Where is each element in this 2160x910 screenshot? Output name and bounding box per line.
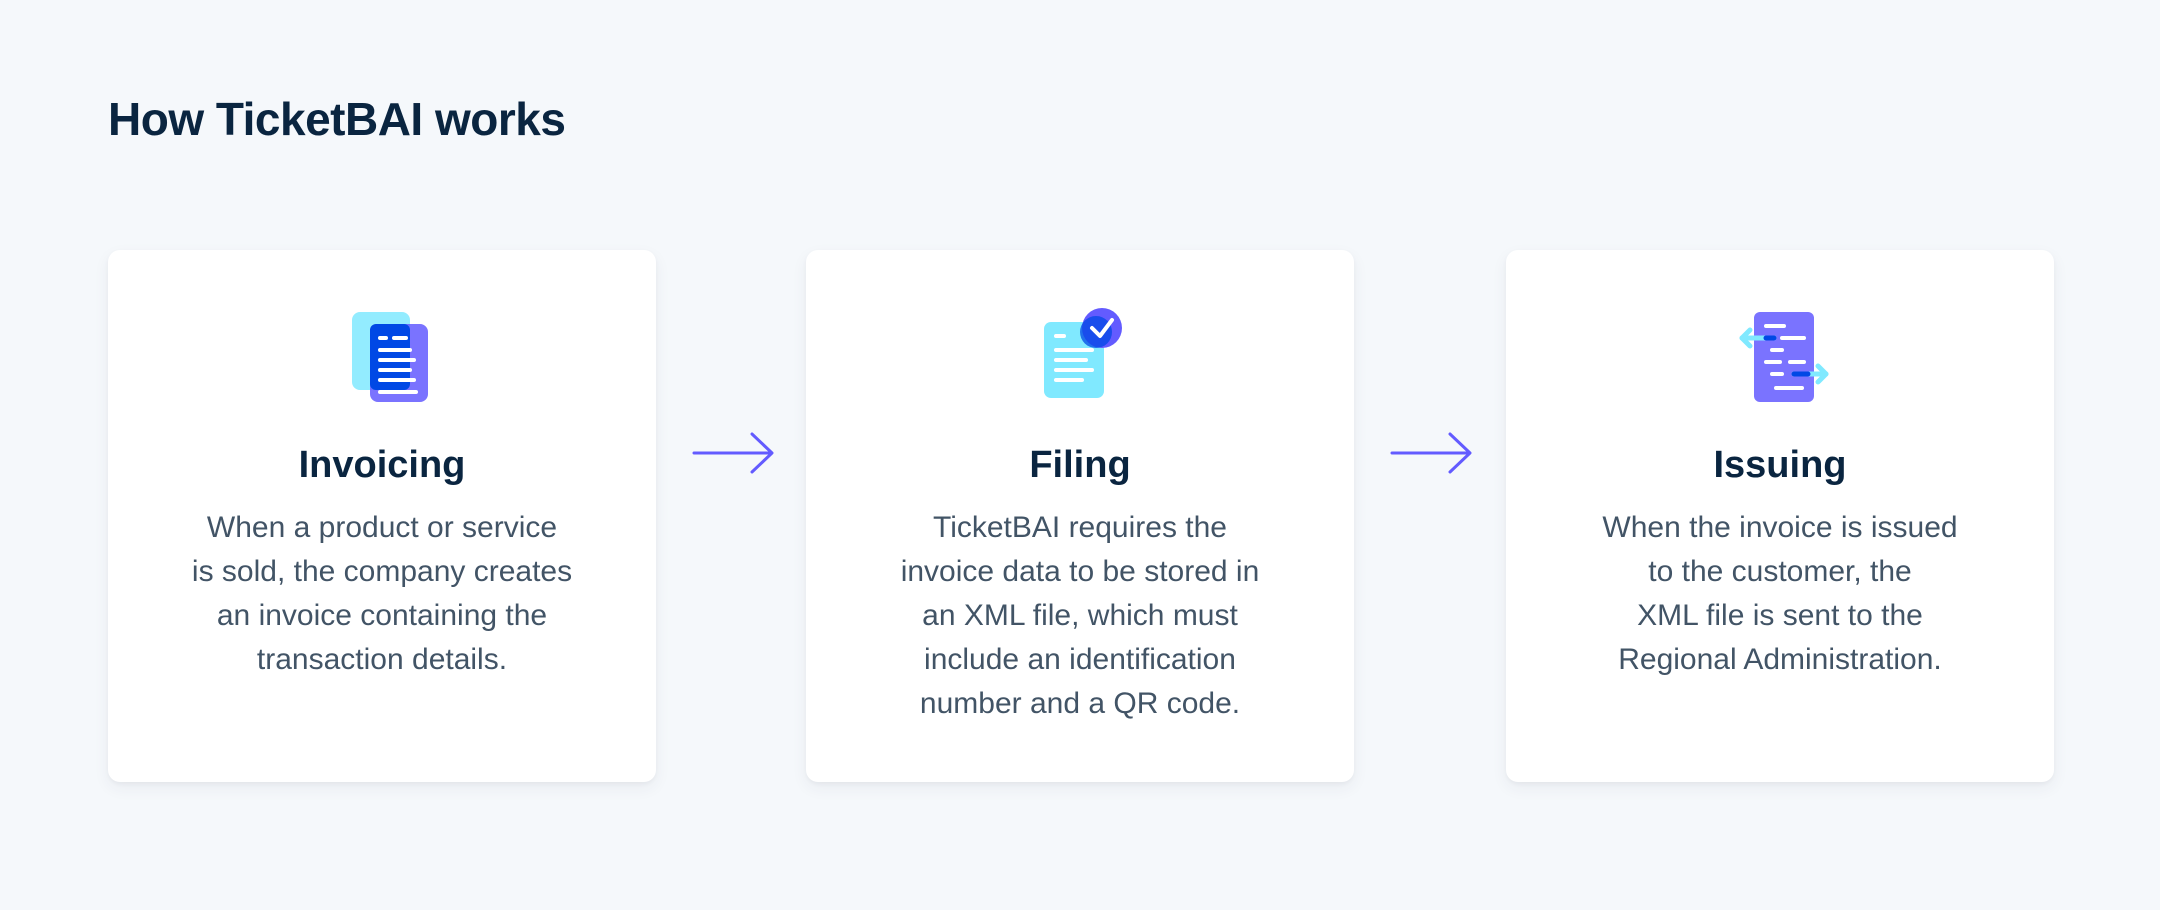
document-exchange-icon bbox=[1730, 304, 1830, 404]
step-card-filing: Filing TicketBAI requires the invoice da… bbox=[806, 250, 1354, 782]
step-description: When the invoice is issued to the custom… bbox=[1566, 506, 1994, 682]
step-description-line: When the invoice is issued bbox=[1602, 511, 1958, 544]
document-check-icon bbox=[1030, 304, 1130, 404]
step-description-line: an XML file, which must bbox=[922, 599, 1238, 632]
step-description-line: TicketBAI requires the bbox=[932, 511, 1227, 544]
arrow-right-icon bbox=[1390, 432, 1472, 474]
step-description: When a product or service is sold, the c… bbox=[168, 506, 596, 682]
step-description-line: number and a QR code. bbox=[919, 687, 1241, 720]
arrow-right-icon bbox=[692, 432, 774, 474]
step-description-line: include an identification bbox=[924, 643, 1236, 676]
step-title: Filing bbox=[1029, 444, 1131, 486]
step-description-line: When a product or service bbox=[206, 511, 558, 544]
step-title: Invoicing bbox=[298, 444, 466, 486]
step-description: TicketBAI requires the invoice data to b… bbox=[866, 506, 1294, 726]
invoice-documents-icon bbox=[332, 304, 432, 404]
step-title: Issuing bbox=[1713, 444, 1847, 486]
step-description-line: transaction details. bbox=[256, 643, 508, 676]
step-card-invoicing: Invoicing When a product or service is s… bbox=[108, 250, 656, 782]
step-description-line: Regional Administration. bbox=[1618, 643, 1942, 676]
page-title: How TicketBAI works bbox=[108, 93, 566, 145]
step-description-line: to the customer, the bbox=[1648, 555, 1912, 588]
step-description-line: XML file is sent to the bbox=[1637, 599, 1923, 632]
step-description-line: is sold, the company creates bbox=[191, 555, 573, 588]
step-card-issuing: Issuing When the invoice is issued to th… bbox=[1506, 250, 2054, 782]
step-description-line: an invoice containing the bbox=[216, 599, 548, 632]
step-description-line: invoice data to be stored in bbox=[900, 555, 1260, 588]
